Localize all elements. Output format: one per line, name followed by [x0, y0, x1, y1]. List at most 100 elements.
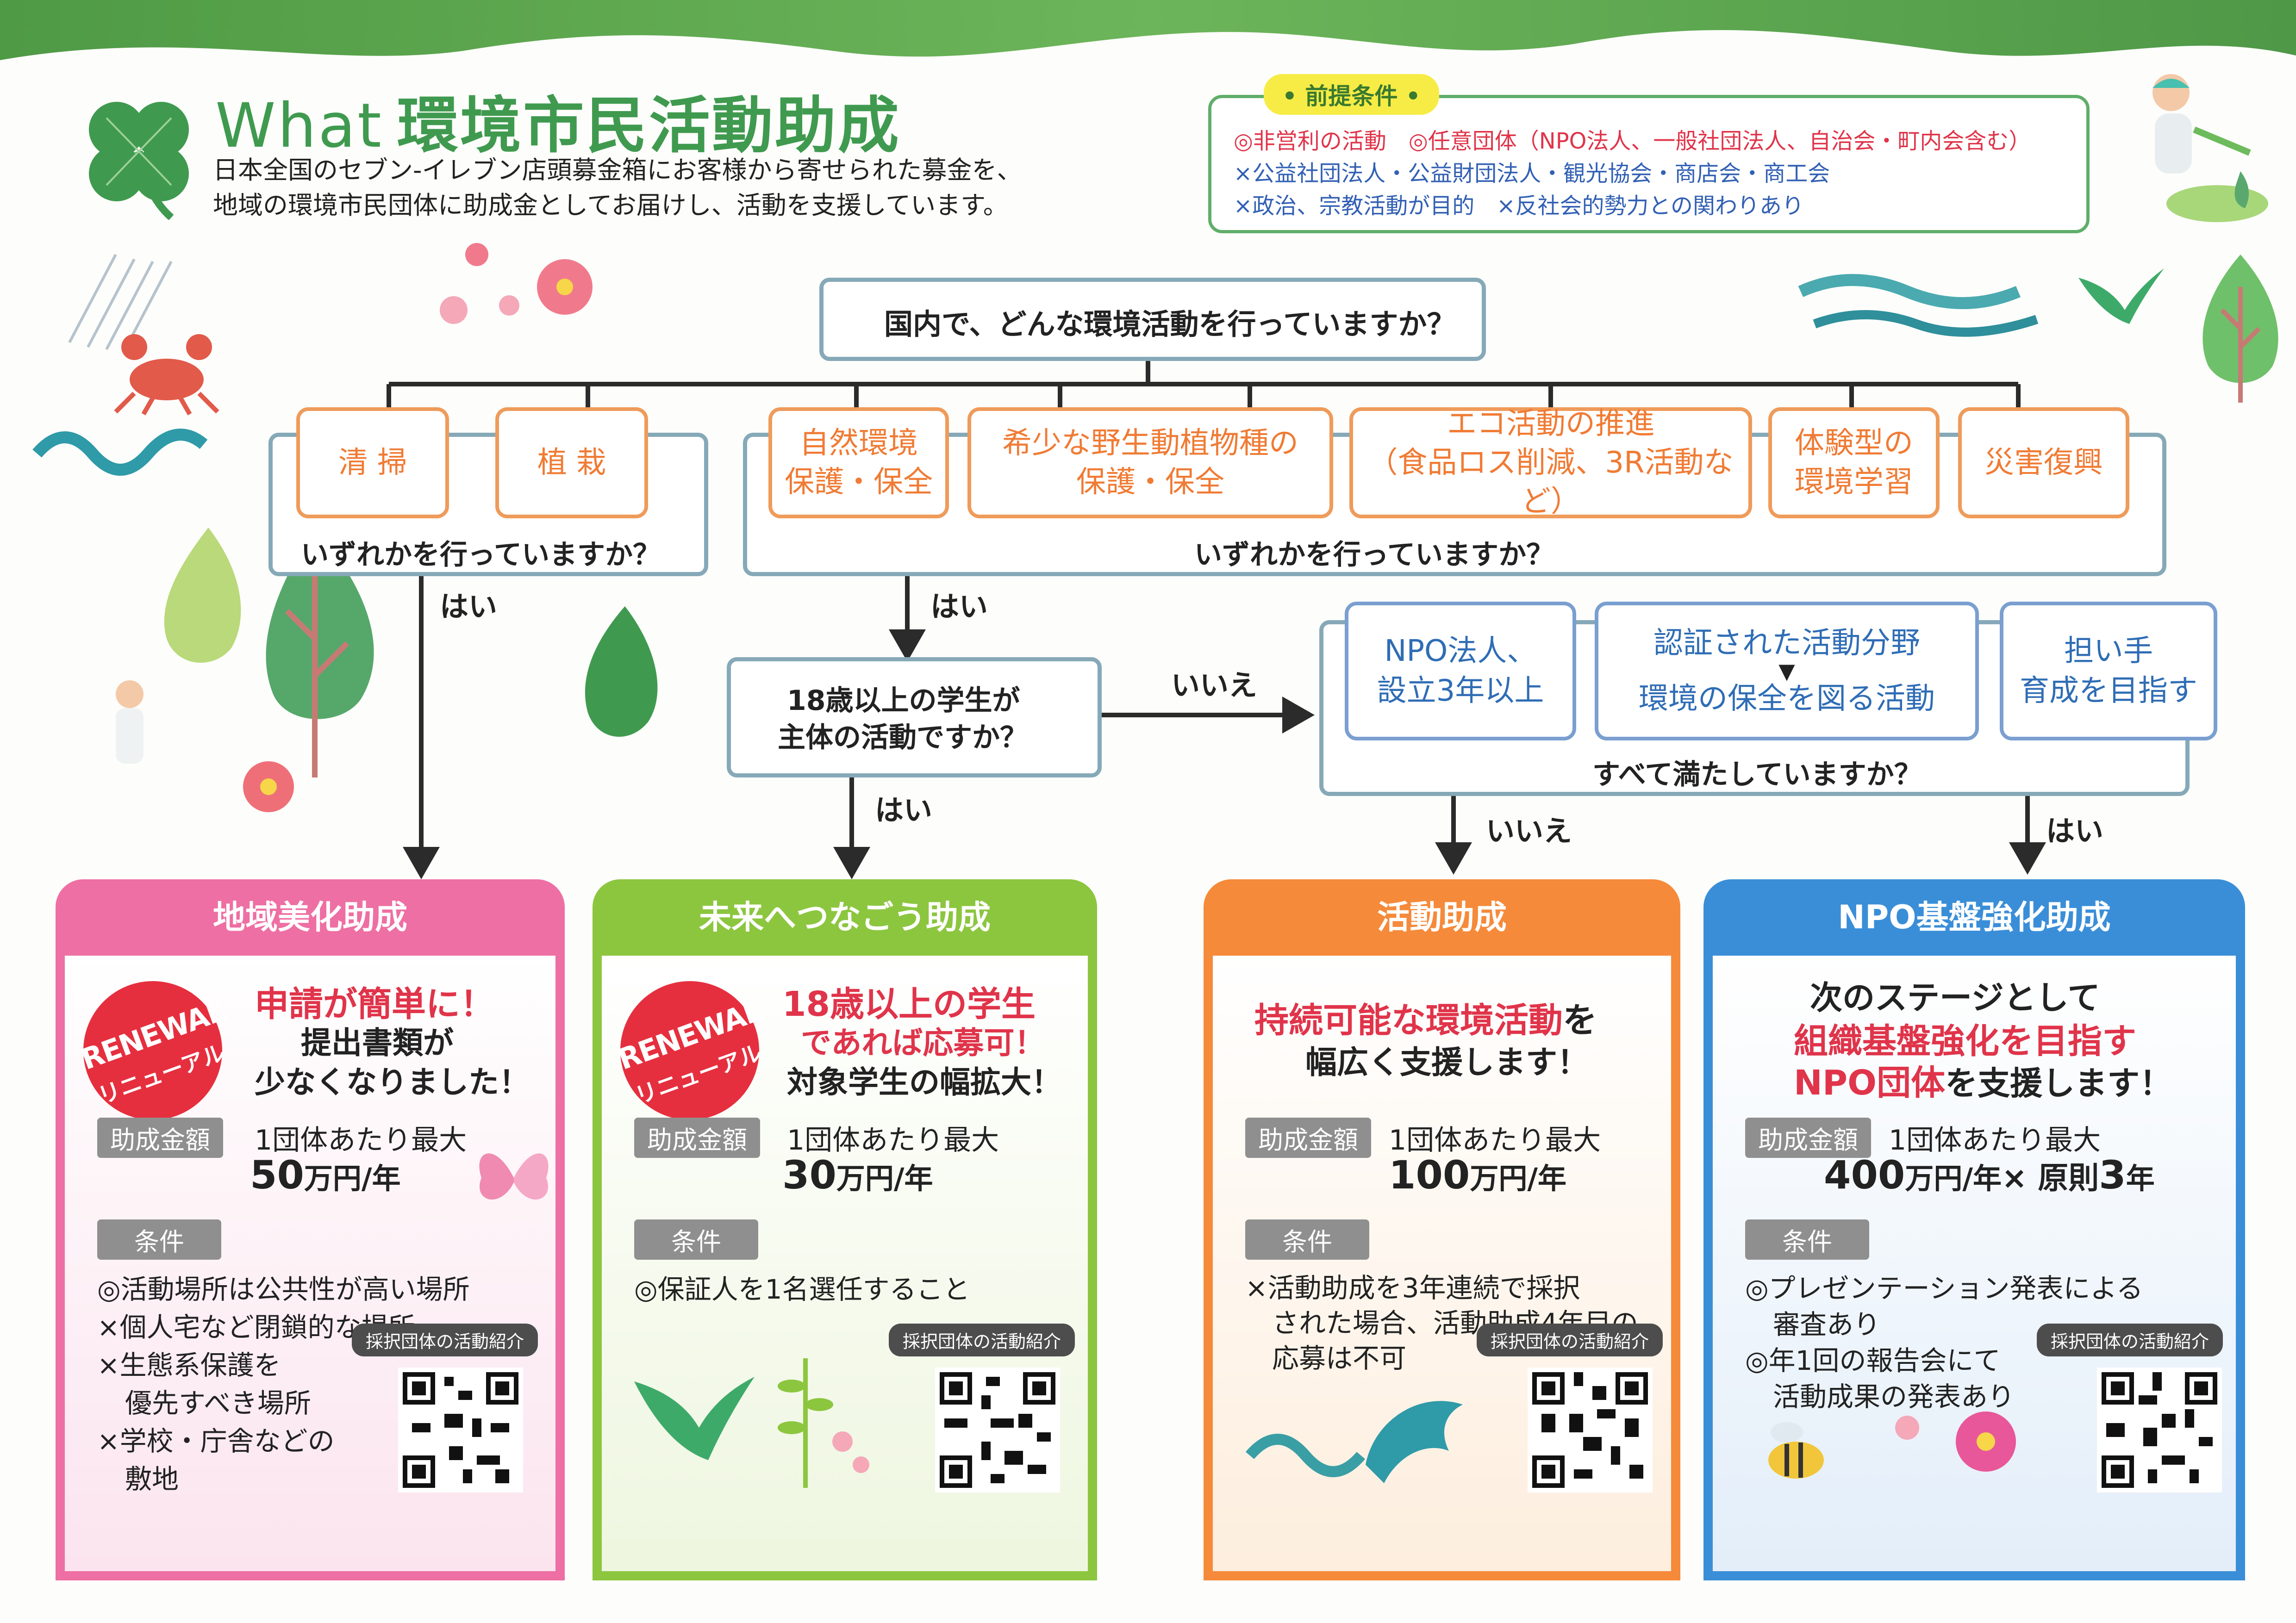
top-question: 国内で、どんな環境活動を行っていますか？: [884, 307, 1456, 341]
down-arrow-icon: ▼: [1778, 659, 1795, 684]
prerequisites-label: • 前提条件 •: [1264, 74, 1439, 115]
card-3-amount-num: 100: [1389, 1152, 1470, 1198]
card-4-condition-2: 審査あり: [1773, 1309, 1881, 1340]
prereq-line-2: ×公益社団法人・公益財団法人・観光協会・商店会・商工会: [1234, 161, 1830, 187]
card-3-headline-2: 幅広く支援します！: [1305, 1045, 1589, 1081]
card-4-title: NPO基盤強化助成: [1838, 898, 2111, 936]
card-2-amount-label: 助成金額: [634, 1118, 760, 1158]
activity-nature-label: 自然環境 保護・保全: [785, 426, 933, 499]
card-1-condition-5: ×学校・庁舎などの: [97, 1425, 335, 1457]
child-watering-figure: [2152, 74, 2268, 222]
qr-code-icon[interactable]: [2097, 1368, 2222, 1492]
clover-icon: [89, 102, 189, 220]
card-3-amount-unit: 万円/年: [1470, 1162, 1566, 1195]
card-1-condition-4: 優先すべき場所: [125, 1387, 311, 1419]
card-4-headline-emphasis: NPO団体: [1794, 1063, 1946, 1103]
card-1-amount-label: 助成金額: [97, 1118, 223, 1158]
card-4-condition-3: ◎年1回の報告会にて: [1745, 1345, 2001, 1376]
right-question: いずれかを行っていますか？: [1194, 539, 1554, 571]
activity-planting-label: 植 栽: [537, 446, 606, 480]
activity-learning-label: 体験型の 環境学習: [1795, 426, 1913, 499]
answer-no-student: いいえ: [1171, 668, 1258, 702]
card-3-body: 持続可能な環境活動を 幅広く支援します！ 助成金額 1団体あたり最大 100万円…: [1213, 956, 1671, 1571]
npo-condition-successor-label: 担い手 育成を目指す: [2020, 634, 2197, 708]
card-2-headline-3: 対象学生の幅拡大！: [787, 1064, 1062, 1100]
card-1-condition-3: ×生態系保護を: [97, 1349, 281, 1381]
npo-condition-3years: NPO法人、 設立3年以上: [1345, 602, 1576, 740]
card-1-title: 地域美化助成: [213, 898, 407, 936]
card-4-headline-2: 組織基盤強化を目指す: [1794, 1021, 2136, 1061]
card-3-headline-emphasis: 持続可能な環境活動: [1254, 1001, 1563, 1040]
prereq-voluntary: ◎任意団体（NPO法人、一般社団法人、自治会・町内会含む）: [1408, 128, 2031, 154]
card-1-condition-6: 敷地: [125, 1463, 179, 1495]
card-4-headline-3: NPO団体を支援します！: [1794, 1055, 2172, 1105]
answer-yes-npo: はい: [2046, 814, 2104, 848]
butterfly-icon: [479, 1153, 549, 1200]
flower-icon-top: [440, 243, 593, 324]
qr-code-icon[interactable]: [935, 1368, 1060, 1492]
activity-nature-conservation: 自然環境 保護・保全: [768, 407, 949, 518]
intro-text: 日本全国のセブン-イレブン店頭募金箱にお客様から寄せられた募金を、 地域の環境市…: [213, 153, 1116, 223]
card-1-amount: 50万円/年: [250, 1152, 401, 1198]
card-1-headline-1: 申請が簡単に！: [255, 984, 494, 1024]
card-3-headline-suffix: を: [1563, 1001, 1597, 1040]
card-3-title: 活動助成: [1377, 898, 1507, 936]
card-1-condition-1: ◎活動場所は公共性が高い場所: [97, 1274, 470, 1305]
activity-eco-label: エコ活動の推進 （食品ロス削減、3R活動など）: [1368, 407, 1734, 519]
card-4-amount-text: 1団体あたり最大: [1889, 1124, 2101, 1157]
card-2-condition-1: ◎保証人を1名選任すること: [634, 1274, 970, 1305]
intro-line-1: 日本全国のセブン-イレブン店頭募金箱にお客様から寄せられた募金を、: [213, 155, 1022, 185]
card-2-conditions: ◎保証人を1名選任すること: [634, 1270, 970, 1308]
answer-yes-right: はい: [930, 590, 988, 623]
npo-condition-field-sub: 環境の保全を図る活動: [1639, 682, 1935, 716]
student-question-line-2: 主体の活動ですか？: [778, 721, 1028, 754]
card-2-amount-unit: 万円/年: [836, 1162, 933, 1195]
card-2-title: 未来へつなごう助成: [699, 898, 991, 936]
card-3-amount-label: 助成金額: [1245, 1118, 1371, 1158]
npo-question: すべて満たしていますか？: [1592, 759, 1922, 791]
student-question-box: [727, 657, 1102, 777]
top-question-box: [819, 278, 1486, 361]
answer-yes-left: はい: [440, 590, 498, 623]
qr-code-icon[interactable]: [398, 1368, 523, 1492]
prerequisites-box: [1208, 95, 2090, 233]
card-4-amount-unit: 万円/年: [1905, 1162, 2002, 1195]
card-4-amount-num: 400: [1824, 1152, 1905, 1198]
npo-condition-3years-label: NPO法人、 設立3年以上: [1377, 634, 1544, 708]
npo-condition-field: 認証された活動分野 ▼ 環境の保全を図る活動: [1595, 602, 1979, 740]
card-activity-grant: 活動助成 持続可能な環境活動を 幅広く支援します！ 助成金額 1団体あたり最大 …: [1204, 879, 1680, 1580]
top-green-band: [0, 0, 2296, 60]
card-3-condition-1: ×活動助成を3年連続で採択: [1245, 1272, 1580, 1304]
card-2-headline-1: 18歳以上の学生: [782, 984, 1036, 1024]
title-main: 環境市民活動助成: [397, 90, 901, 162]
bird-icon: [2078, 268, 2164, 324]
prereq-line-3: ×政治、宗教活動が目的 ×反社会的勢力との関わりあり: [1234, 193, 1804, 219]
card-2-cond-label: 条件: [634, 1219, 758, 1260]
qr-code-icon[interactable]: [1528, 1368, 1653, 1492]
card-1-amount-num: 50: [250, 1152, 304, 1198]
card-1-qr-label: 採択団体の活動紹介: [352, 1324, 538, 1356]
card-3-headline-1: 持続可能な環境活動を: [1254, 993, 1597, 1042]
activity-rare-species: 希少な野生動植物種の 保護・保全: [967, 407, 1333, 518]
activity-planting: 植 栽: [495, 407, 648, 518]
activity-eco-promotion: エコ活動の推進 （食品ロス削減、3R活動など）: [1349, 407, 1752, 519]
card-2-amount: 30万円/年: [782, 1152, 933, 1198]
card-3-amount: 100万円/年: [1389, 1152, 1566, 1198]
card-4-conditions: ◎プレゼンテーション発表による 審査あり ◎年1回の報告会にて 活動成果の発表あ…: [1745, 1270, 2143, 1415]
card-1-amount-text: 1団体あたり最大: [255, 1124, 467, 1157]
tree-icon-right: [2202, 255, 2278, 403]
card-2-amount-num: 30: [782, 1152, 836, 1198]
card-1-amount-unit: 万円/年: [304, 1162, 401, 1195]
card-4-condition-4: 活動成果の発表あり: [1773, 1381, 2015, 1412]
flow-connectors: [387, 356, 2046, 879]
title-what: What: [215, 90, 383, 162]
card-4-headline-suffix: を支援します！: [1945, 1064, 2172, 1102]
card-4-cond-label: 条件: [1745, 1219, 1869, 1260]
crab-icon: [114, 334, 219, 416]
card-2-qr-label: 採択団体の活動紹介: [889, 1324, 1075, 1356]
prereq-nonprofit: ◎非営利の活動: [1234, 128, 1386, 154]
card-npo-foundation: NPO基盤強化助成 次のステージとして 組織基盤強化を目指す NPO団体を支援し…: [1703, 879, 2245, 1580]
